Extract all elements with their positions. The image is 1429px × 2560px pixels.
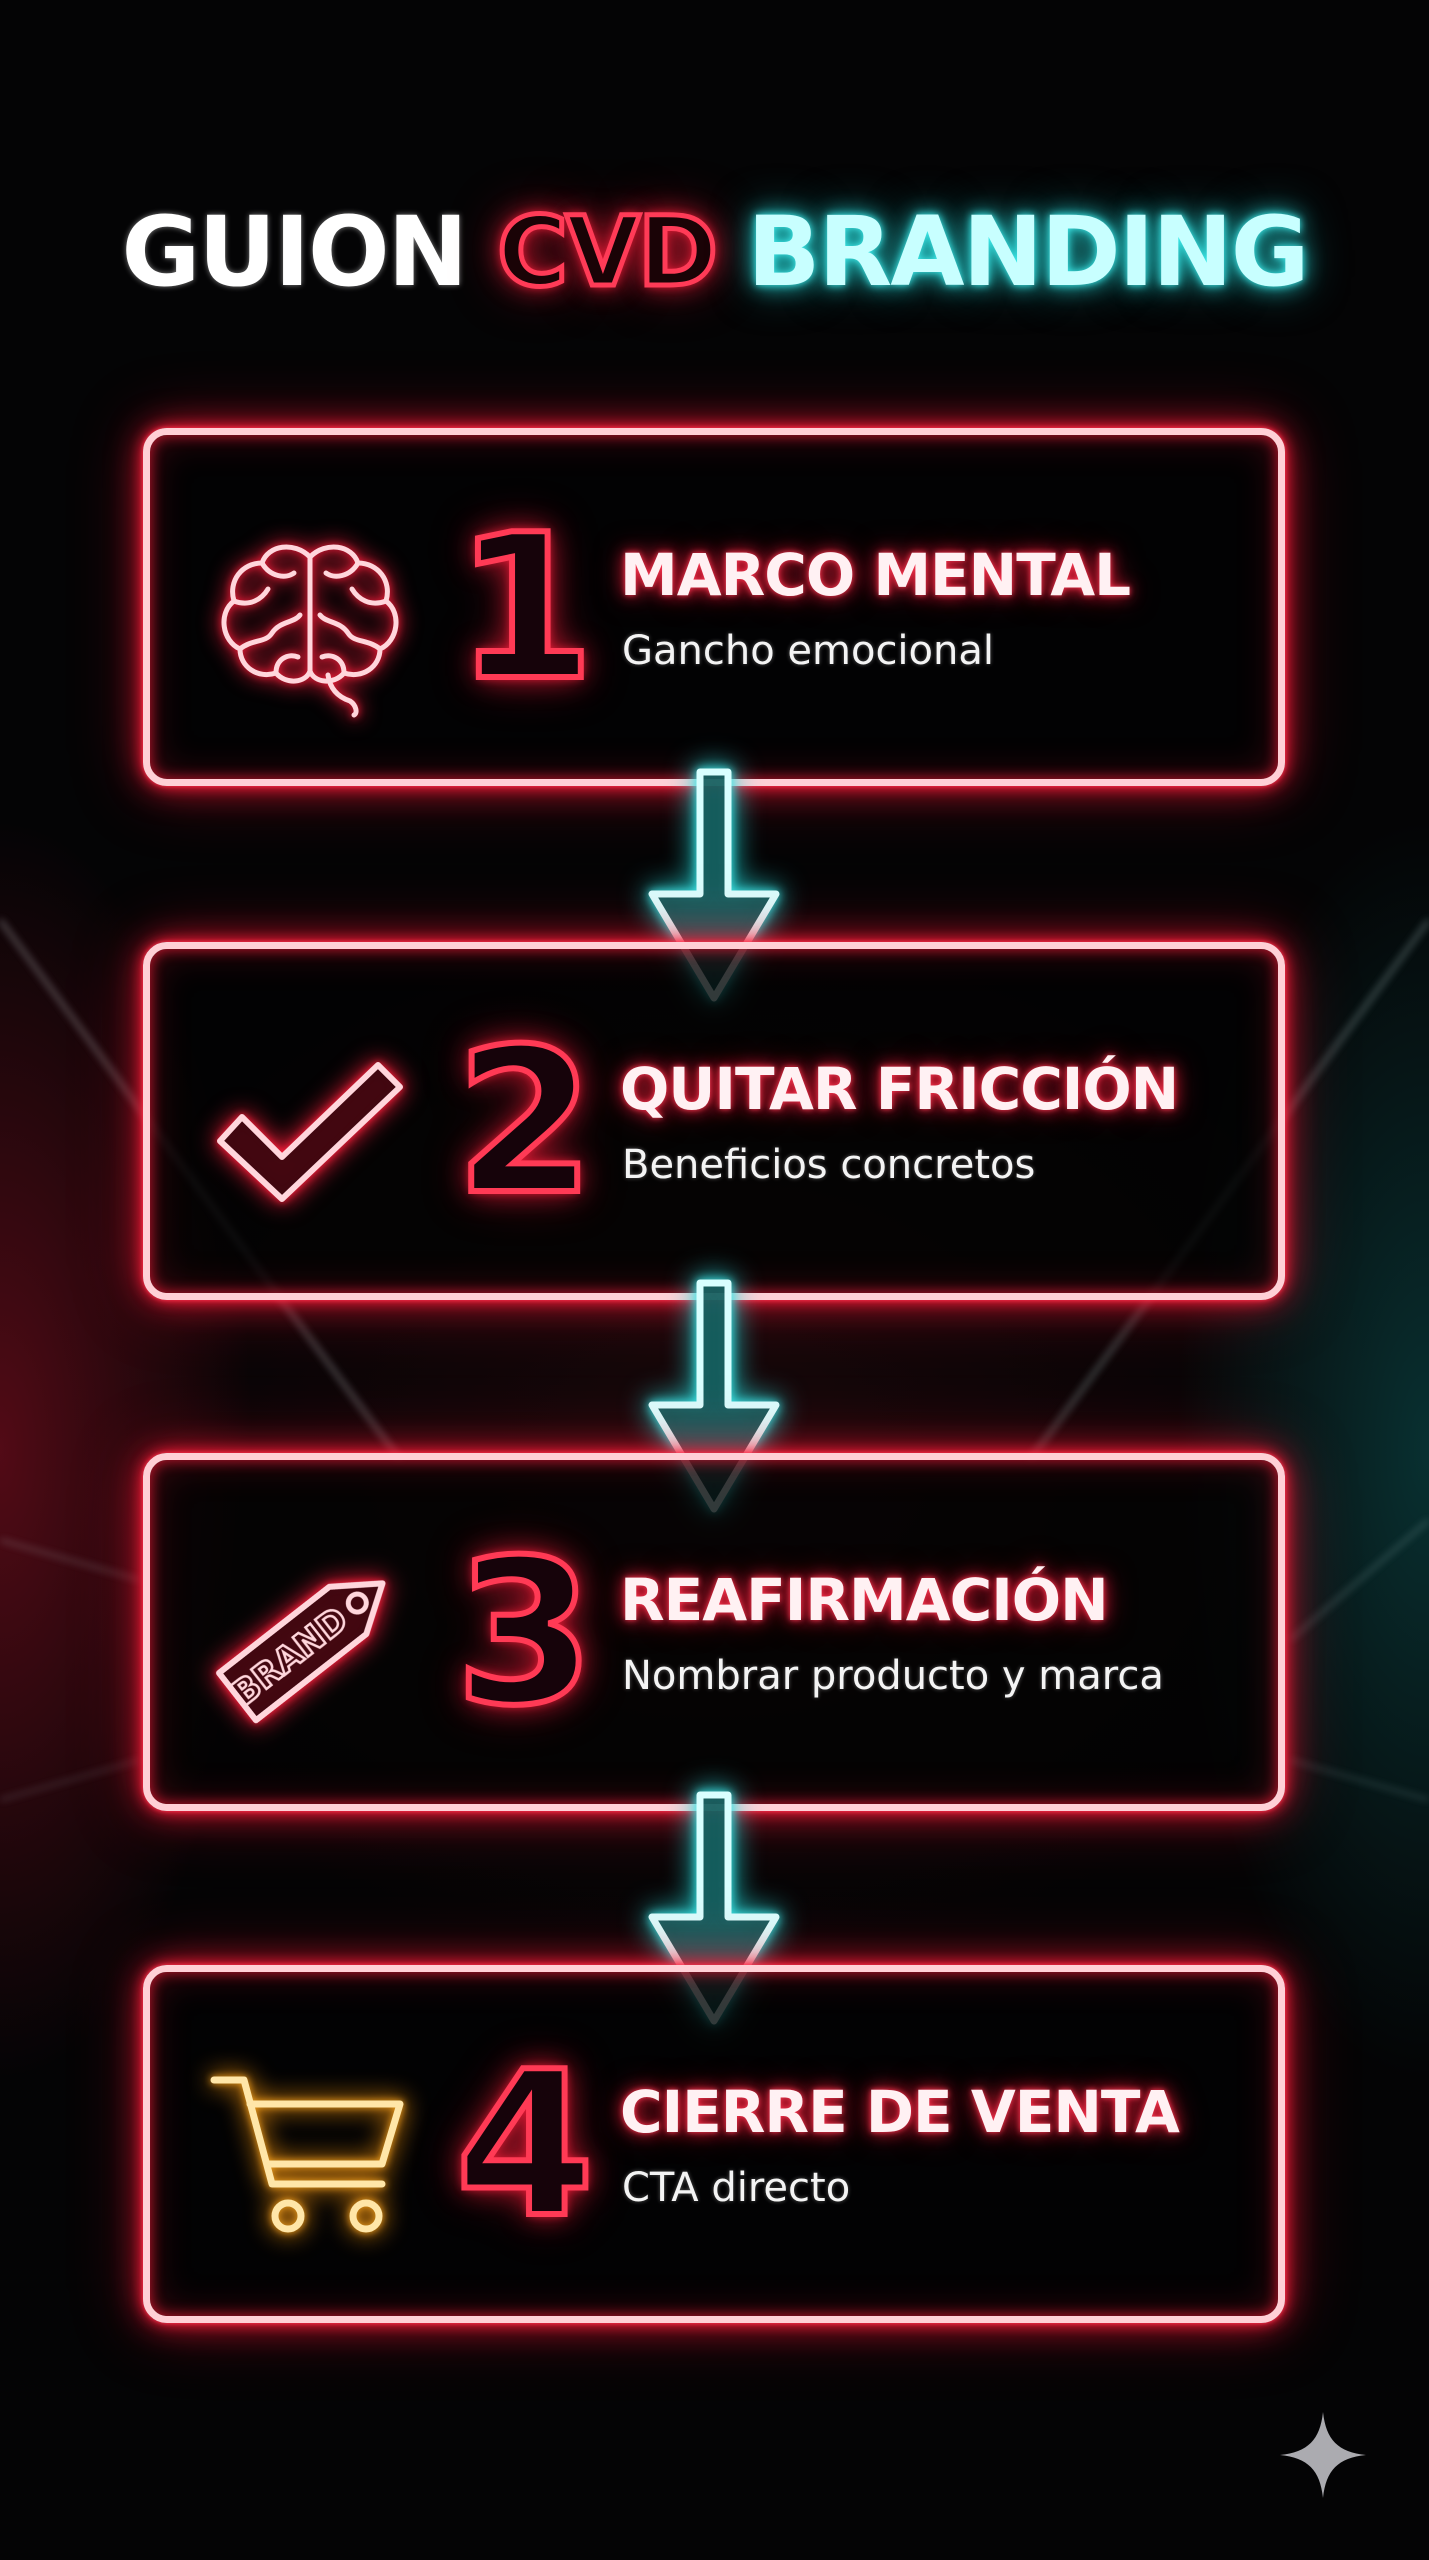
step-subtitle: Nombrar producto y marca — [622, 1653, 1164, 1699]
brain-icon — [210, 515, 410, 718]
step-card-1: 1 MARCO MENTAL Gancho emocional — [143, 428, 1285, 786]
step-number: 2 — [452, 1003, 597, 1242]
checkmark-icon — [210, 1029, 410, 1229]
step-subtitle: Beneficios concretos — [622, 1142, 1036, 1188]
step-title: REAFIRMACIÓN — [620, 1566, 1109, 1634]
page-title: GUION CVD BRANDING — [0, 192, 1429, 312]
step-card-2: 2 QUITAR FRICCIÓN Beneficios concretos — [143, 942, 1285, 1300]
shopping-cart-icon — [210, 2052, 410, 2252]
step-title: MARCO MENTAL — [620, 541, 1131, 609]
step-subtitle: CTA directo — [622, 2165, 851, 2211]
title-word-branding: BRANDING — [747, 196, 1309, 308]
step-number: 3 — [452, 1514, 597, 1753]
step-subtitle: Gancho emocional — [622, 628, 994, 674]
title-word-guion: GUION — [121, 196, 468, 308]
title-word-cvd: CVD — [495, 194, 720, 311]
step-title: CIERRE DE VENTA — [620, 2078, 1180, 2146]
step-title: QUITAR FRICCIÓN — [620, 1055, 1179, 1123]
step-card-4: 4 CIERRE DE VENTA CTA directo — [143, 1965, 1285, 2323]
step-number: 4 — [452, 2026, 597, 2265]
sparkle-icon — [1278, 2410, 1368, 2500]
step-card-3: BRAND 3 REAFIRMACIÓN Nombrar producto y … — [143, 1453, 1285, 1811]
step-number: 1 — [452, 489, 597, 728]
brand-tag-icon: BRAND — [210, 1540, 410, 1740]
